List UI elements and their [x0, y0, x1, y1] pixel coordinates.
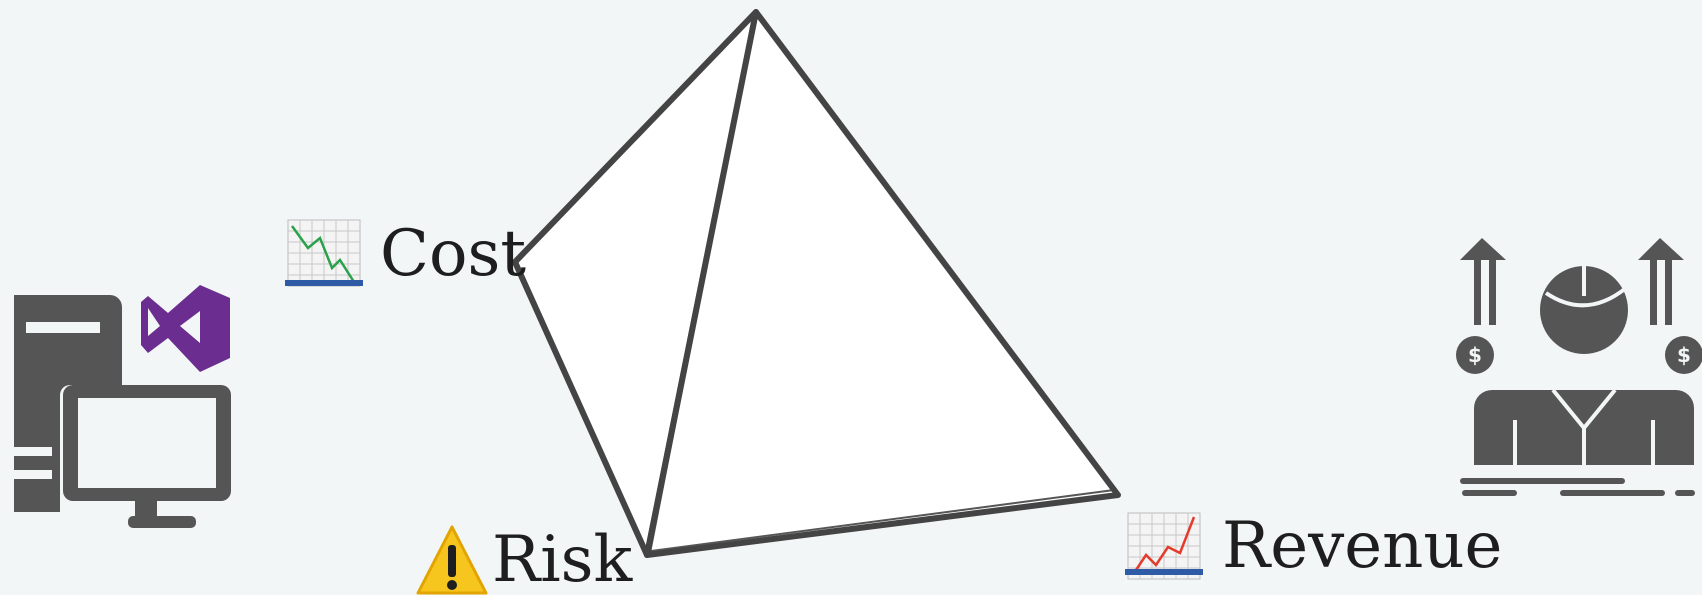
svg-text:$: $ [1677, 343, 1691, 367]
svg-text:$: $ [1468, 343, 1482, 367]
